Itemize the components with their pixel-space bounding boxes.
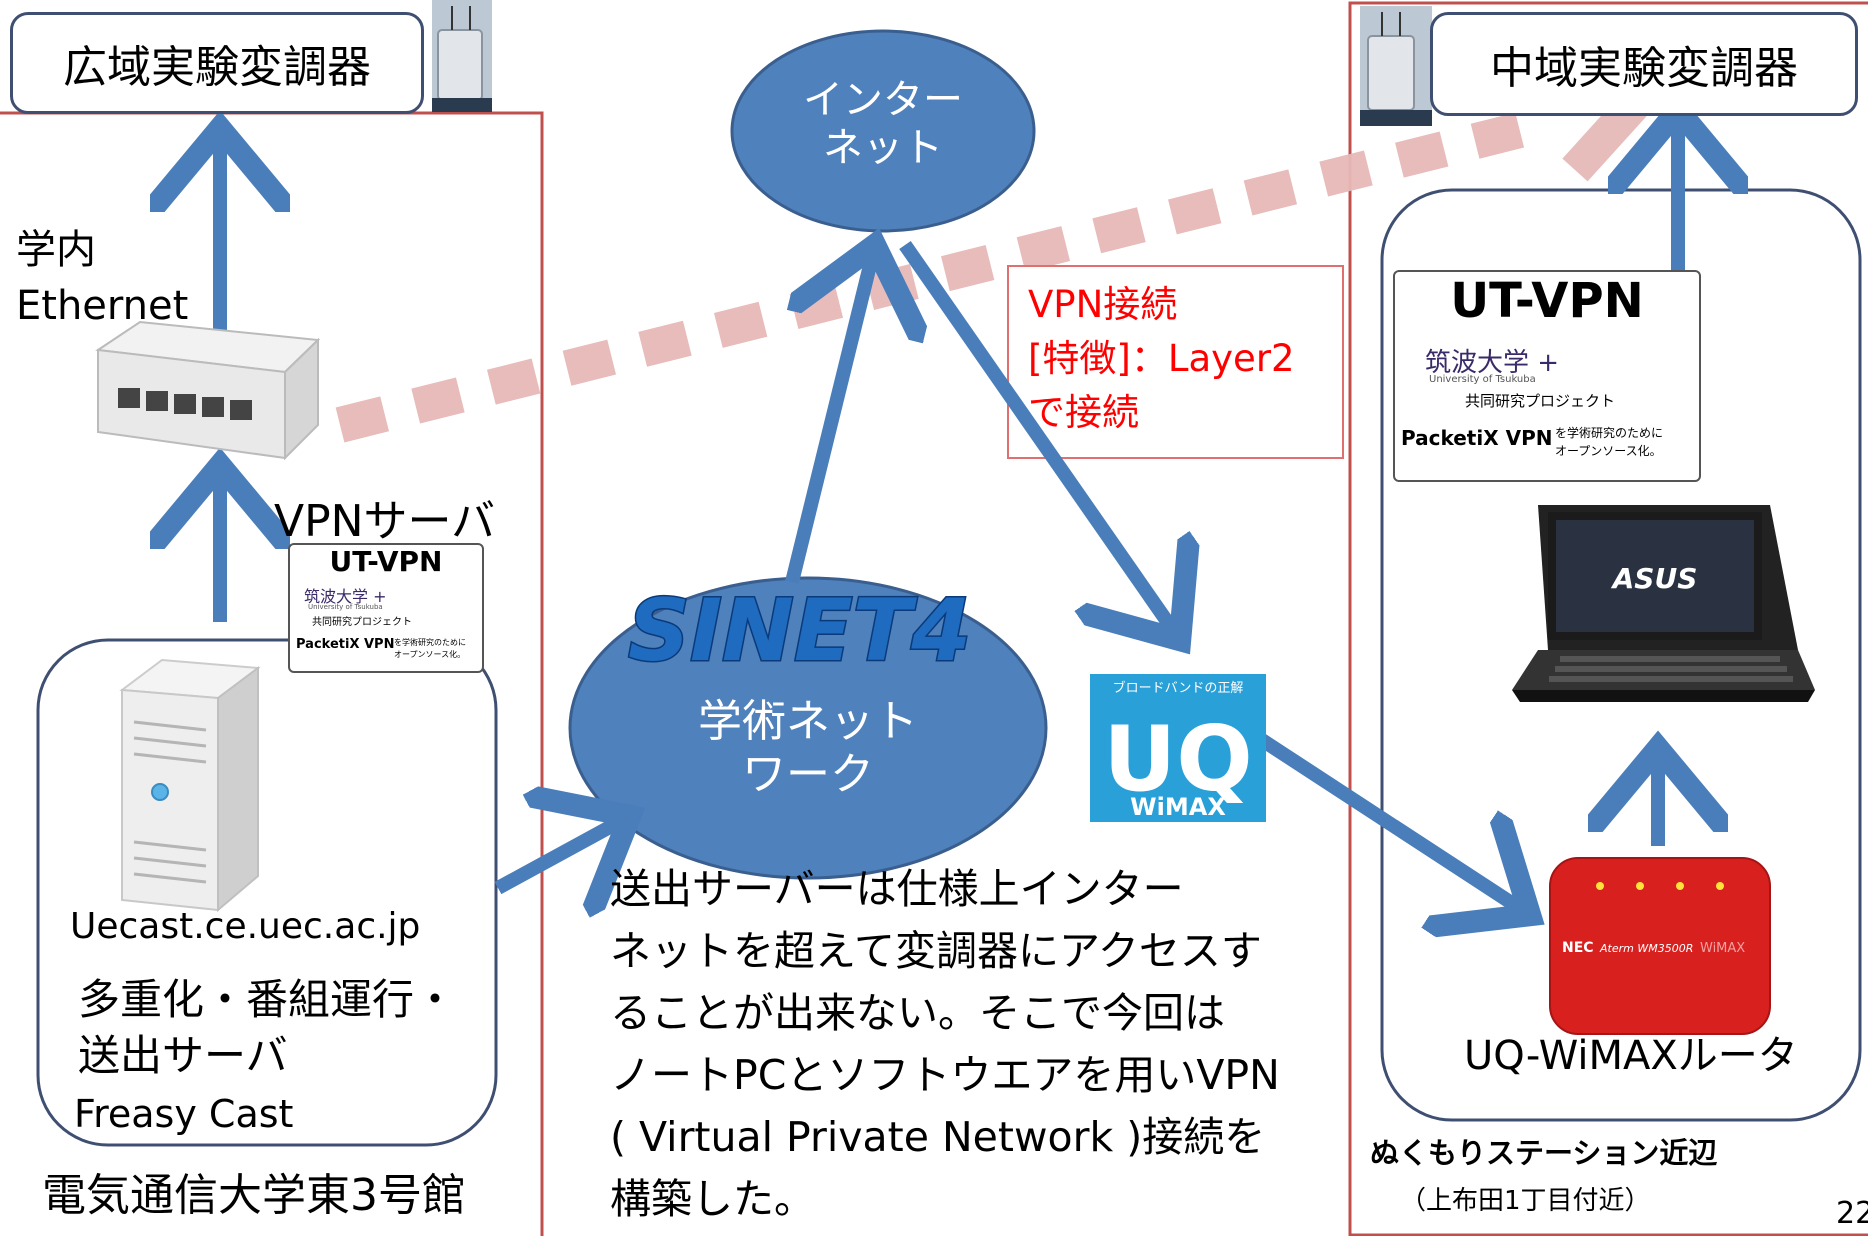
page-number: 22	[1836, 1196, 1868, 1231]
uq-wimax-text: WiMAX	[1130, 793, 1226, 821]
academic-network-label: 学術ネット ワーク	[658, 696, 958, 802]
server-tower-icon	[119, 658, 261, 913]
left-modulator-title: 広域実験変調器	[63, 42, 371, 93]
wimax-router-icon: NEC Aterm WM3500R WiMAX	[1549, 857, 1771, 1035]
sinet4-logo-text: SINET4	[628, 581, 971, 681]
explanation-line-2: ネットを超えて変調器にアクセスす	[610, 927, 1262, 975]
arrow-internet-to-uq	[899, 241, 1180, 640]
server-software: Freasy Cast	[74, 1092, 294, 1136]
academic-network-line1: 学術ネット	[698, 696, 918, 747]
left-server-container	[36, 638, 498, 1147]
campus-link-line1: 学内	[16, 227, 96, 273]
server-hostname: Uecast.ce.uec.ac.jp	[70, 906, 421, 947]
utvpn-logo-right-project: 共同研究プロジェクト	[1465, 392, 1616, 410]
utvpn-logo-left-packetix: PacketiX VPN	[296, 637, 395, 652]
arrow-server-to-sinet	[494, 816, 630, 888]
station-label: ぬくもりステーション近辺	[1370, 1136, 1718, 1170]
uq-wimax-logo: ブロードバンドの正解 UQ WiMAX	[1090, 674, 1266, 822]
internet-label: インター ネット	[783, 76, 983, 172]
vpn-note: VPN接続 [特徴]：Layer2 で接続	[1028, 278, 1295, 440]
utvpn-logo-right-univ-en: University of Tsukuba	[1429, 374, 1536, 385]
router-label: UQ-WiMAXルータ	[1464, 1033, 1798, 1079]
network-switch-icon	[95, 320, 321, 461]
vpn-note-box	[1007, 265, 1344, 459]
explanation-line-5: ( Virtual Private Network )接続を	[610, 1113, 1266, 1161]
academic-network-line2: ワーク	[742, 748, 874, 800]
router-brand-text: NEC	[1562, 940, 1594, 956]
server-role-line1: 多重化・番組運行・	[78, 975, 457, 1024]
campus-link-label: 学内 Ethernet	[16, 222, 188, 334]
utvpn-logo-right: UT-VPN 筑波大学 + University of Tsukuba 共同研究…	[1393, 270, 1701, 482]
explanation-line-6: 構築した。	[610, 1175, 815, 1223]
server-role-line2: 送出サーバ	[78, 1031, 288, 1080]
campus-link-line2: Ethernet	[16, 283, 189, 329]
utvpn-logo-left-oss1: を学術研究のために	[394, 638, 466, 647]
utvpn-logo-left-project: 共同研究プロジェクト	[312, 617, 412, 628]
vpn-server-label: VPNサーバ	[274, 496, 496, 547]
utvpn-logo-right-univ: 筑波大学 +	[1425, 348, 1560, 378]
explanation-line-1: 送出サーバーは仕様上インター	[610, 865, 1184, 913]
utvpn-logo-right-oss2: オープンソース化。	[1555, 444, 1662, 458]
left-modulator-photo	[432, 0, 492, 112]
uq-banner-text: ブロードバンドの正解	[1113, 680, 1244, 696]
station-sublabel: （上布田1丁目付近）	[1400, 1186, 1651, 1216]
arrow-sinet-to-internet	[785, 245, 875, 584]
vpn-note-line1: VPN接続	[1028, 283, 1178, 326]
left-modulator-box: 広域実験変調器	[10, 12, 424, 114]
utvpn-logo-left-title: UT-VPN	[329, 545, 443, 578]
right-modulator-box: 中域実験変調器	[1430, 12, 1858, 116]
router-wimax-text: WiMAX	[1700, 941, 1745, 956]
server-role-label: 多重化・番組運行・ 送出サーバ	[78, 972, 456, 1084]
vpn-note-line2: [特徴]：Layer2	[1028, 337, 1295, 380]
utvpn-logo-left: UT-VPN 筑波大学 + University of Tsukuba 共同研究…	[288, 543, 484, 673]
utvpn-logo-left-oss2: オープンソース化。	[394, 650, 466, 659]
explanation-line-4: ノートPCとソフトウエアを用いVPN	[610, 1051, 1280, 1099]
uq-logo-text: UQ	[1103, 707, 1253, 812]
academic-network-ellipse	[568, 576, 1048, 880]
explanation-text: 送出サーバーは仕様上インター ネットを超えて変調器にアクセスす ることが出来ない…	[610, 858, 1280, 1230]
sinet4-logo: SINET4	[627, 580, 973, 683]
utvpn-logo-right-title: UT-VPN	[1450, 273, 1644, 329]
internet-line2: ネット	[823, 125, 943, 171]
vpn-tunnel-line	[335, 107, 1545, 443]
router-model-text: Aterm WM3500R	[1599, 942, 1693, 955]
arrow-uq-to-router	[1258, 734, 1530, 915]
building-label: 電気通信大学東3号館	[42, 1170, 466, 1221]
right-modulator-photo	[1360, 6, 1432, 126]
right-modulator-title: 中域実験変調器	[1490, 43, 1798, 94]
utvpn-logo-left-univ-en: University of Tsukuba	[308, 603, 383, 611]
utvpn-logo-left-univ: 筑波大学 +	[304, 587, 387, 606]
explanation-line-3: ることが出来ない。そこで今回は	[610, 989, 1225, 1037]
utvpn-logo-right-oss1: を学術研究のために	[1555, 426, 1664, 440]
utvpn-logo-right-packetix: PacketiX VPN	[1401, 426, 1553, 450]
internet-line1: インター	[803, 77, 963, 123]
vpn-note-line3: で接続	[1028, 391, 1139, 434]
laptop-brand-text: ASUS	[1611, 562, 1698, 595]
right-site-frame	[1348, 1, 1868, 1236]
laptop-icon: ASUS	[1512, 505, 1815, 702]
